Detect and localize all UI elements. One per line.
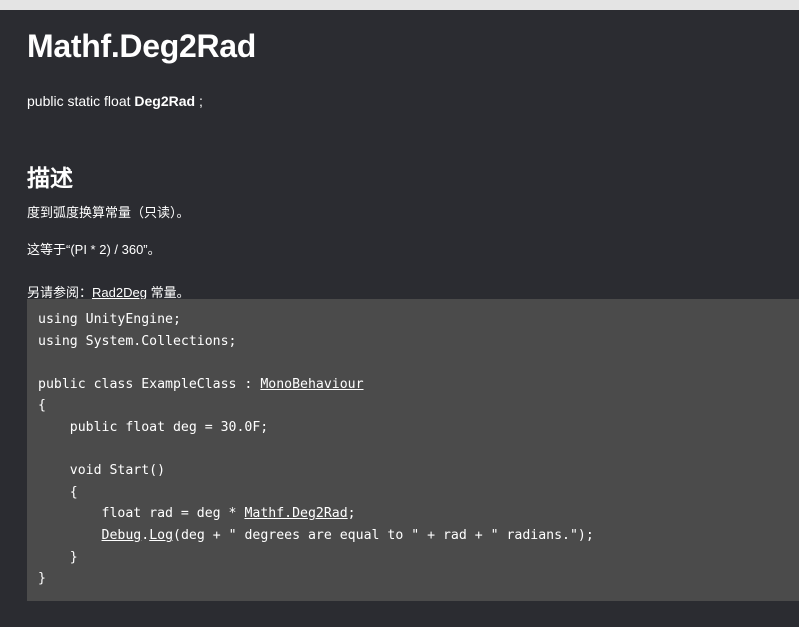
member-signature: public static float Deg2Rad ; — [27, 92, 799, 110]
code-line: void Start() — [38, 463, 166, 479]
code-text: (deg + " degrees are equal to " + rad + … — [173, 527, 594, 543]
see-also: 另请参阅：Rad2Deg 常量。 — [27, 284, 799, 302]
mathf-deg2rad-link[interactable]: Mathf.Deg2Rad — [244, 506, 348, 522]
signature-suffix: ; — [195, 93, 203, 109]
code-line-blank — [38, 352, 799, 374]
description-text: 度到弧度换算常量（只读）。 — [27, 205, 190, 220]
code-line: Debug.Log(deg + " degrees are equal to "… — [38, 525, 799, 547]
log-link[interactable]: Log — [149, 527, 174, 543]
code-line-blank — [38, 439, 799, 461]
signature-name: Deg2Rad — [134, 93, 196, 109]
code-line: using UnityEngine; — [38, 312, 181, 327]
debug-link[interactable]: Debug — [101, 527, 142, 543]
code-text: . — [141, 527, 150, 543]
code-example: using UnityEngine; using System.Collectio… — [27, 299, 799, 601]
signature-prefix: public static float — [27, 93, 135, 109]
browser-top-bar — [0, 0, 799, 10]
page-title: Mathf.Deg2Rad — [27, 28, 257, 64]
code-indent — [38, 528, 102, 543]
see-also-prefix: 另请参阅： — [27, 285, 93, 300]
code-line: using System.Collections; — [38, 333, 237, 349]
doc-content: Mathf.Deg2Rad public static float Deg2Ra… — [0, 10, 799, 302]
code-line: { — [38, 398, 46, 414]
rad2deg-link[interactable]: Rad2Deg — [92, 285, 147, 300]
code-text: ; — [347, 506, 356, 522]
code-line: } — [38, 549, 78, 565]
description-heading: 描述 — [27, 165, 73, 191]
code-line: public class ExampleClass : MonoBehaviou… — [38, 374, 799, 396]
code-line: float rad = deg * Mathf.Deg2Rad; — [38, 503, 799, 525]
code-line: public float deg = 30.0F; — [38, 419, 269, 435]
code-text: public class ExampleClass : — [38, 376, 261, 392]
formula-text: 这等于“(PI * 2) / 360”。 — [27, 242, 161, 257]
code-text: float rad = deg * — [38, 506, 245, 522]
monobehaviour-link[interactable]: MonoBehaviour — [260, 376, 364, 392]
see-also-suffix: 常量。 — [146, 285, 190, 300]
code-line: { — [38, 484, 78, 500]
code-line: } — [38, 571, 46, 587]
